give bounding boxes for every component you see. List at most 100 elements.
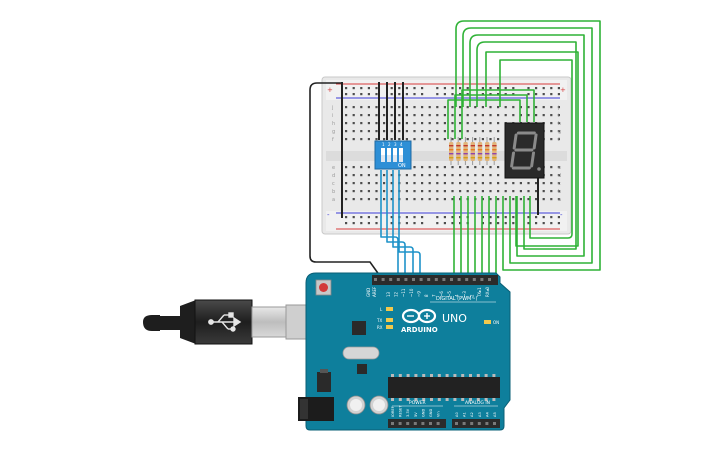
green-wire[interactable] [485,51,579,247]
dip-switch[interactable]: ON 1 2 3 4 [374,140,412,170]
breadboard-row-label: a [558,197,561,203]
blue-wire[interactable] [380,170,399,277]
pin-socket[interactable] [421,422,425,425]
pin-socket[interactable] [406,422,410,425]
reset-button-icon[interactable] [315,279,332,296]
digital-pin-label: ~10 [409,288,414,297]
pin-socket[interactable] [455,422,458,425]
pin-socket[interactable] [472,278,476,281]
breadboard-row-label: b [332,189,335,195]
power-header [388,419,446,428]
dip-switch-toggles[interactable] [381,148,403,162]
green-wire[interactable] [455,20,601,271]
breadboard-row-label: j [557,105,559,111]
pin-socket[interactable] [462,422,466,425]
digital-pin-sockets[interactable] [374,278,491,281]
arduino-model-text: UNO [442,312,467,325]
resistor[interactable] [470,137,475,165]
pin-socket[interactable] [465,278,469,281]
digital-pin-label: 2 [470,294,475,297]
resistor[interactable] [485,137,490,165]
resistor[interactable] [463,137,468,165]
rx-led-label: RX [377,325,383,330]
green-wire[interactable] [499,59,573,239]
pin-socket[interactable] [381,278,385,281]
pin-socket[interactable] [413,422,417,425]
breadboard-row-label: c [332,181,335,187]
breadboard-row-label: j [331,105,333,111]
resistor-array[interactable] [449,137,497,165]
pin-socket[interactable] [450,278,453,281]
bottom-pin-sockets[interactable] [391,422,496,425]
digital-pin-label: ~5 [447,291,452,297]
pin-socket[interactable] [457,278,461,281]
blue-wires[interactable] [380,170,421,277]
pin-socket[interactable] [374,278,377,281]
crystal-oscillator [342,346,380,360]
pin-socket[interactable] [389,278,393,281]
breadboard-row-label: g [332,129,335,135]
tx-led-label: TX [376,318,382,323]
pin-socket[interactable] [470,422,474,425]
pin-socket[interactable] [412,278,415,281]
resistor[interactable] [456,137,461,165]
resistor[interactable] [492,137,497,165]
green-wire[interactable] [476,41,577,250]
pin-socket[interactable] [427,278,431,281]
pin-socket[interactable] [442,278,446,281]
green-wire[interactable] [454,94,528,139]
breadboard-row-label: i [332,113,333,119]
power-pin-label: GND [429,409,433,417]
power-pin-label: GND [421,409,425,417]
pin-socket[interactable] [436,422,440,425]
dip-num-1: 1 [382,142,385,147]
breadboard-row-label: f [332,137,334,143]
rail-plus-label: + [327,86,333,94]
green-wire[interactable] [462,27,593,264]
breadboard-row-label: d [558,173,561,179]
l-led-label: L [380,307,383,312]
pin-socket[interactable] [429,422,432,425]
blue-wire[interactable] [392,170,414,277]
black-gnd-wire[interactable] [309,82,381,277]
pin-socket[interactable] [391,422,394,425]
green-wire[interactable] [461,89,535,139]
usb-cable-icon[interactable] [143,299,312,345]
breadboard-row-label: f [558,137,560,143]
breadboard-row-label: c [558,181,561,187]
breadboard-row-label: g [558,129,561,135]
pin-socket[interactable] [488,278,491,281]
pin-socket[interactable] [480,278,484,281]
gnd-label: GND [366,288,371,297]
pin-socket[interactable] [404,278,408,281]
green-wire[interactable] [469,34,585,257]
pin-socket[interactable] [396,278,400,281]
pin-socket[interactable] [485,422,489,425]
blue-wire[interactable] [386,170,406,277]
blue-wire[interactable] [398,170,421,277]
analog-pin-label: A0 [455,412,459,417]
breadboard-row-label: e [558,165,561,171]
pin-socket[interactable] [477,422,481,425]
green-wires[interactable] [447,20,601,277]
pin-socket[interactable] [493,422,496,425]
pin-socket[interactable] [419,278,423,281]
power-jack[interactable] [298,397,334,421]
power-pin-label: RESET [399,405,403,417]
rail-minus-label-right: - [560,211,563,219]
seven-segment-dp [537,167,541,171]
pin-socket[interactable] [398,422,402,425]
breadboard-holes [345,87,560,225]
power-label: POWER [409,400,426,406]
rail-plus-label-right: + [560,86,566,94]
seven-segment-display[interactable] [504,122,545,179]
small-chip [357,364,367,374]
digital-pwm-label: DIGITAL (PWM~) [436,296,478,302]
pin-socket[interactable] [434,278,438,281]
resistor[interactable] [477,137,483,165]
resistor[interactable] [449,137,454,165]
green-wire[interactable] [447,99,521,139]
